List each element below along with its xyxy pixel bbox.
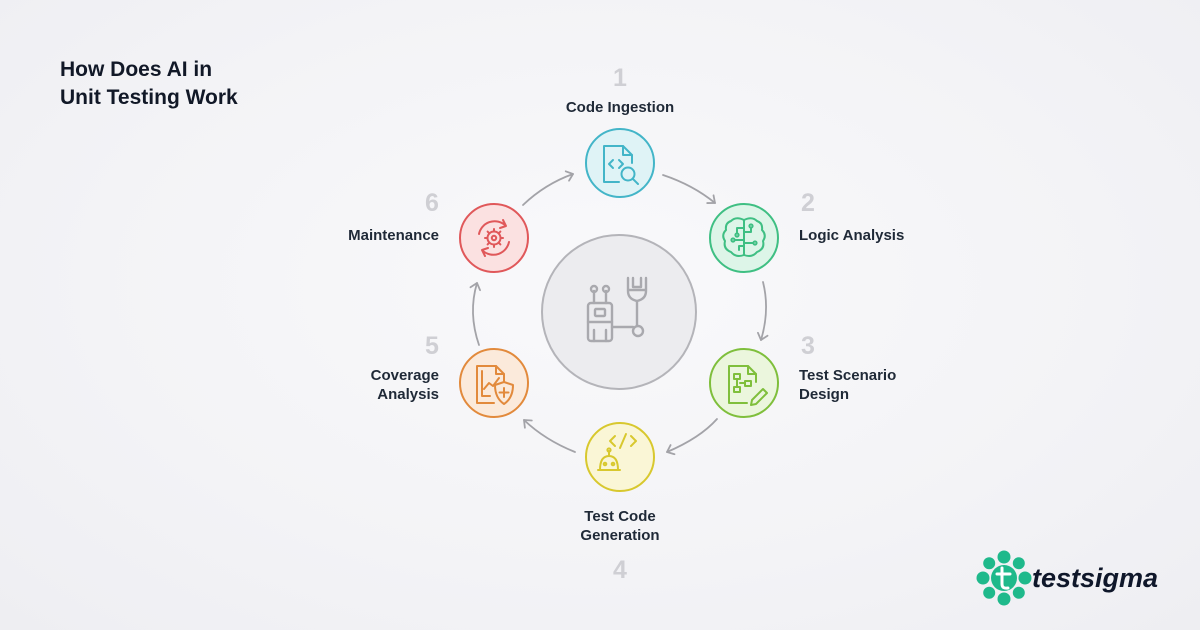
- arrow-6-to-1: [522, 170, 574, 206]
- testsigma-logo-icon: [976, 550, 1032, 606]
- step-5-label-line-1: Coverage: [371, 367, 439, 384]
- arrow-3-to-4: [666, 418, 718, 456]
- title-line-2: Unit Testing Work: [60, 86, 238, 109]
- step-2: [709, 203, 779, 273]
- step-2-number: 2: [801, 189, 815, 217]
- step-1-label: Code Ingestion: [566, 99, 674, 116]
- brain-circuit-icon: [722, 217, 766, 257]
- step-3: [709, 348, 779, 418]
- code-robot-icon: [597, 433, 637, 471]
- robot-wrench-icon: [586, 276, 648, 343]
- flowchart-edit-icon: [728, 365, 768, 406]
- brand-name: testsigma: [1032, 563, 1158, 593]
- arrow-1-to-2: [662, 174, 716, 204]
- step-1: [585, 128, 655, 198]
- step-4: [585, 422, 655, 492]
- step-2-label: Logic Analysis: [799, 227, 904, 244]
- step-5-number: 5: [425, 332, 439, 360]
- arrow-5-to-6: [469, 282, 481, 346]
- chart-shield-icon: [476, 365, 514, 405]
- brand-logo[interactable]: testsigma: [976, 550, 1159, 606]
- center-node: [541, 234, 697, 390]
- title-line-1: How Does AI in: [60, 58, 213, 81]
- arrow-4-to-5: [523, 419, 576, 453]
- gear-refresh-icon: [478, 219, 510, 257]
- step-3-label-line-1: Test Scenario: [799, 367, 896, 384]
- step-5: [459, 348, 529, 418]
- arrow-2-to-3: [757, 281, 769, 341]
- step-1-number: 1: [613, 64, 627, 92]
- step-4-number: 4: [613, 556, 627, 584]
- code-search-icon: [603, 145, 639, 185]
- step-4-label-line-1: Test Code: [584, 508, 655, 525]
- step-6: [459, 203, 529, 273]
- page-title: How Does AI in Unit Testing Work: [60, 56, 238, 112]
- step-5-label-line-2: Analysis: [377, 386, 439, 403]
- step-4-label-line-2: Generation: [580, 527, 659, 544]
- step-3-label-line-2: Design: [799, 386, 849, 403]
- step-6-label: Maintenance: [348, 227, 439, 244]
- step-6-number: 6: [425, 189, 439, 217]
- step-3-number: 3: [801, 332, 815, 360]
